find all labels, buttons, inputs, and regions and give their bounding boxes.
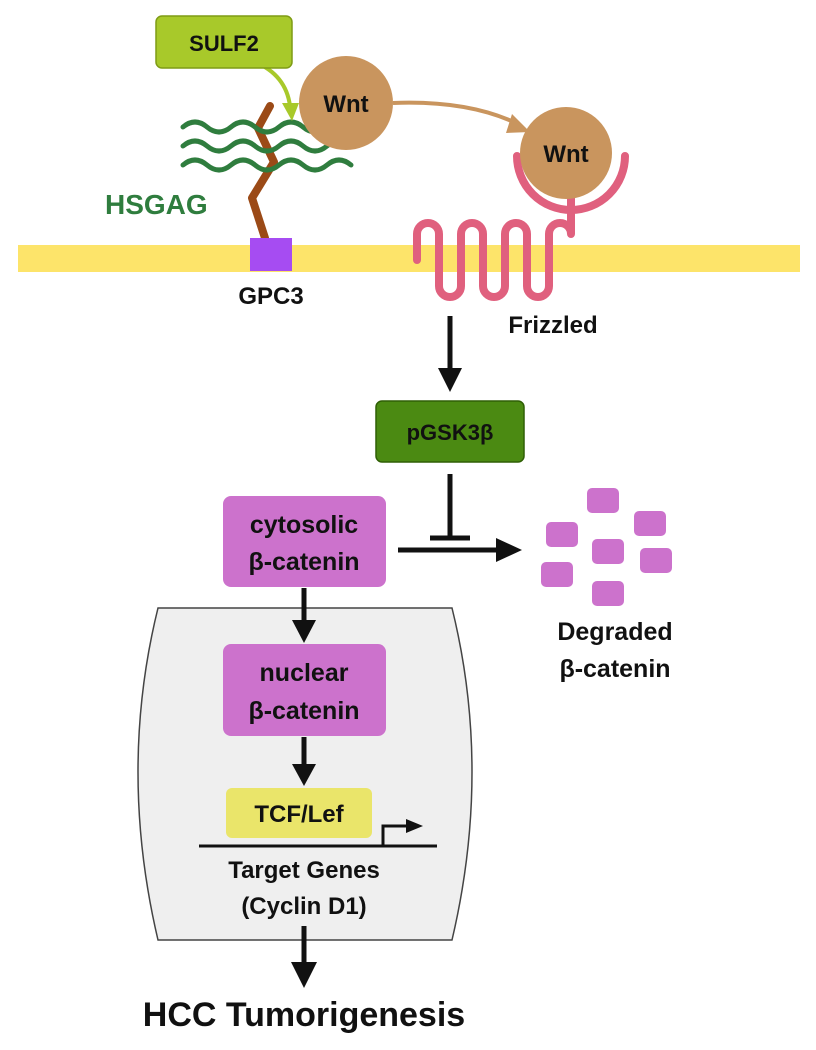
cytosolic-beta-catenin-box [223, 496, 386, 587]
degraded-fragment [592, 581, 624, 606]
degraded-fragment [587, 488, 619, 513]
degradation-arrowhead [496, 538, 522, 562]
frizzled-label: Frizzled [508, 312, 597, 339]
wnt-ligand-receptor [520, 107, 612, 199]
gpc3-anchor [250, 238, 292, 271]
cytosolic-label-line2: β-catenin [248, 548, 359, 576]
degraded-fragment [546, 522, 578, 547]
transcription-start-marker [381, 824, 408, 846]
degraded-fragment [541, 562, 573, 587]
gpc3-label: GPC3 [238, 283, 303, 310]
nuclear-to-tcf-arrowhead [292, 764, 316, 786]
cytosolic-label-line1: cytosolic [250, 511, 358, 539]
sulf2-label: SULF2 [189, 31, 259, 56]
degraded-fragment [592, 539, 624, 564]
degraded-fragment [634, 511, 666, 536]
nuclear-label-line2: β-catenin [248, 697, 359, 725]
tcf-lef-label: TCF/Lef [254, 801, 344, 828]
degraded-beta-catenin-fragments [541, 488, 672, 606]
frizzled-binding-cup [513, 152, 629, 214]
target-genes-label-line1: Target Genes [228, 857, 380, 884]
tcf-lef-box [226, 788, 372, 838]
target-genes-label-line2: (Cyclin D1) [241, 893, 366, 920]
pgsk3b-box [375, 400, 525, 463]
pgsk3b-label: pGSK3β [407, 420, 494, 445]
transcription-start-arrowhead [406, 819, 423, 833]
frizzled-to-pgsk3b-arrowhead [438, 368, 462, 392]
gpc3-core-protein [248, 102, 278, 242]
frizzled-receptor [413, 192, 575, 301]
sulf2-box [155, 15, 293, 69]
wnt-ligand-bound [299, 56, 393, 150]
wnt-transfer-arrow [392, 100, 521, 127]
nuclear-beta-catenin-box [223, 644, 386, 736]
cytosolic-to-nuclear-arrowhead [292, 620, 316, 643]
target-to-outcome-arrowhead [291, 962, 317, 988]
outcome-label: HCC Tumorigenesis [143, 996, 465, 1034]
wnt-bound-label: Wnt [323, 91, 368, 118]
cell-membrane [18, 245, 800, 272]
wnt-receptor-label: Wnt [543, 141, 588, 168]
degraded-label-line2: β-catenin [559, 655, 670, 683]
nuclear-label-line1: nuclear [260, 659, 349, 687]
hsgag-label: HSGAG [105, 189, 208, 220]
sulf2-arrowhead [282, 103, 299, 121]
degraded-fragment [640, 548, 672, 573]
wnt-transfer-arrowhead [506, 114, 530, 133]
degraded-label-line1: Degraded [557, 618, 672, 646]
